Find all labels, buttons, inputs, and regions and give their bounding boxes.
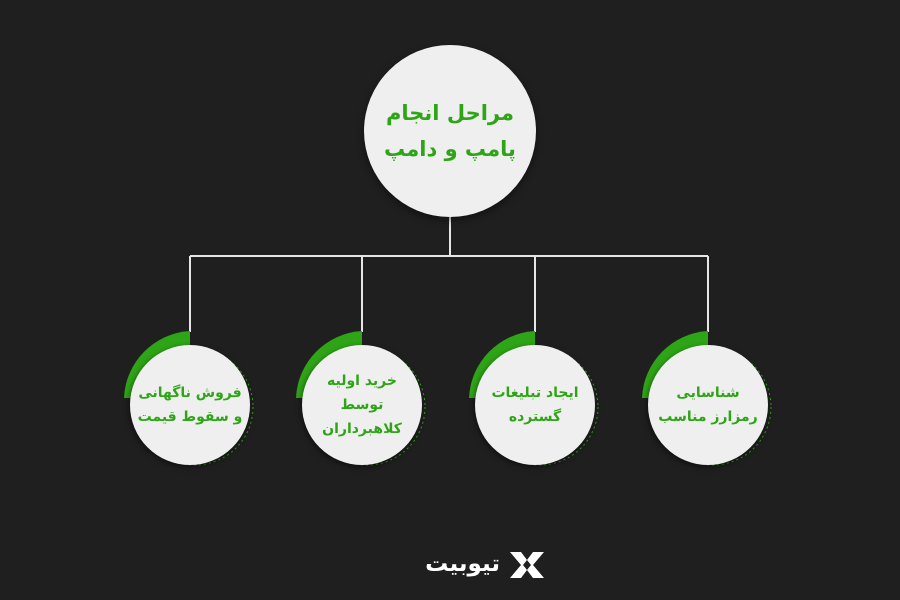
step-label-3: خرید اولیه توسط کلاهبرداران	[322, 373, 402, 437]
brand-name: تیوبیت	[425, 551, 500, 577]
root-node: مراحل انجام پامپ و دامپ	[364, 45, 536, 217]
step-node-3: خرید اولیه توسط کلاهبرداران	[302, 345, 422, 465]
root-title: مراحل انجام پامپ و دامپ	[384, 101, 516, 161]
tiobit-x-logo-icon	[510, 552, 544, 578]
step-node-1: شناسایی رمزارز مناسب	[648, 345, 768, 465]
step-label-4: فروش ناگهانی و سقوط قیمت	[137, 385, 243, 425]
step-node-4: فروش ناگهانی و سقوط قیمت	[130, 345, 250, 465]
brand-logo: تیوبیت	[350, 545, 550, 585]
step-label-2: ایجاد تبلیغات گسترده	[491, 385, 579, 425]
step-node-2: ایجاد تبلیغات گسترده	[475, 345, 595, 465]
connector-lines	[189, 217, 709, 332]
step-label-1: شناسایی رمزارز مناسب	[658, 385, 758, 425]
